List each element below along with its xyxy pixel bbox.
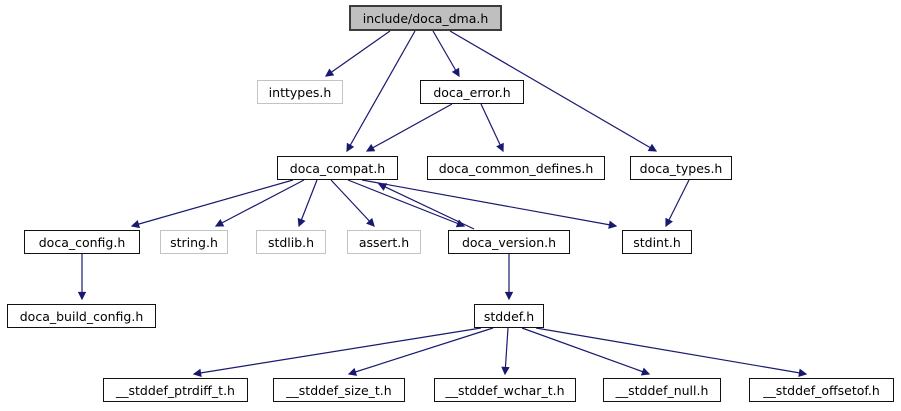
node-doca_types-h[interactable]: doca_types.h [630,156,732,180]
node-doca_build_config-h[interactable]: doca_build_config.h [7,304,156,328]
edge-doca_dma-inttypes [324,30,391,77]
node-doca_common_defines-h[interactable]: doca_common_defines.h [427,156,605,180]
node-stdint-h[interactable]: stdint.h [622,230,692,254]
edge-doca_compat-doca_version [347,179,466,228]
edge-stddef-stddef_ptrdiff [192,327,482,378]
edge-doca_dma-doca_compat [346,30,416,153]
edge-stddef-stddef_offsetof [535,327,808,377]
edge-stddef-stddef_size [347,327,494,376]
edge-doca_compat-stdint [361,179,618,229]
node-stdlib-h: stdlib.h [256,230,326,254]
node-assert-h: assert.h [347,230,421,254]
edge-doca_compat-doca_config [130,179,294,229]
edge-doca_compat-assert [330,179,375,227]
node-stddef_offsetof-h[interactable]: __stddef_offsetof.h [749,378,894,402]
node-doca_error-h[interactable]: doca_error.h [420,80,524,104]
edge-doca_compat-stdlib [297,179,318,228]
edge-doca_error-doca_compat [365,103,453,152]
node-stddef_null-h[interactable]: __stddef_null.h [603,378,721,402]
node-stddef_wchar_t-h[interactable]: __stddef_wchar_t.h [434,378,576,402]
edge-doca_dma-doca_error [432,30,460,78]
edge-stddef-stddef_wchar [501,327,510,376]
node-string-h: string.h [160,230,228,254]
edge-doca_compat-string [214,179,305,227]
node-stddef_ptrdiff_t-h[interactable]: __stddef_ptrdiff_t.h [103,378,248,402]
node-inttypes-h: inttypes.h [257,80,343,104]
edge-doca_dma-doca_types [449,30,658,152]
edge-doca_error-doca_common_defines [480,103,504,153]
node-include-doca_dma-h: include/doca_dma.h [349,5,502,31]
edge-doca_types-stdint [665,179,690,228]
edge-stddef-stddef_null [521,327,651,376]
node-doca_config-h[interactable]: doca_config.h [24,230,140,254]
edge-doca_version-doca_compat [377,183,475,230]
node-stddef-h[interactable]: stddef.h [474,304,544,328]
node-doca_compat-h[interactable]: doca_compat.h [277,156,398,180]
node-doca_version-h[interactable]: doca_version.h [448,230,570,254]
node-stddef_size_t-h[interactable]: __stddef_size_t.h [273,378,405,402]
